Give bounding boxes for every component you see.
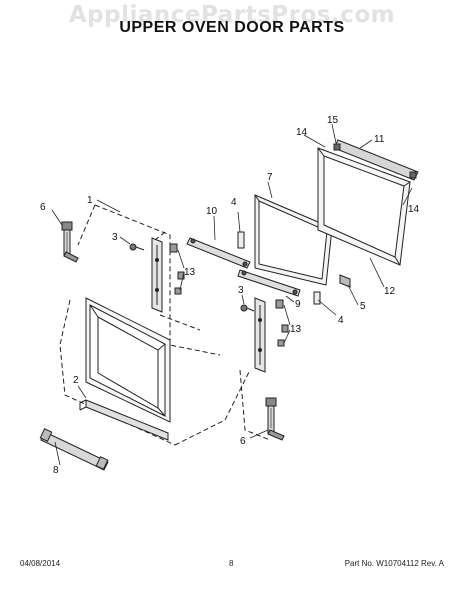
callout-9: 9 bbox=[295, 299, 301, 310]
screw-left bbox=[129, 243, 145, 251]
callout-10: 10 bbox=[206, 206, 218, 217]
side-channel-left bbox=[151, 237, 163, 313]
page-title: UPPER OVEN DOOR PARTS bbox=[119, 19, 345, 36]
callout-6-top: 6 bbox=[40, 202, 46, 213]
callout-13-right: 13 bbox=[290, 324, 302, 335]
outer-door-panel bbox=[85, 297, 171, 423]
callout-14-top: 14 bbox=[296, 127, 308, 138]
callout-1: 1 bbox=[87, 195, 93, 206]
inner-door-glass bbox=[254, 194, 333, 286]
callout-14-right: 14 bbox=[408, 204, 420, 215]
top-door-trim bbox=[333, 139, 419, 181]
callout-4-top: 4 bbox=[231, 197, 237, 208]
door-glass-frame bbox=[317, 147, 411, 266]
glass-clip bbox=[339, 274, 351, 288]
leader-lines bbox=[51, 123, 413, 466]
door-handle bbox=[39, 428, 109, 471]
callout-7: 7 bbox=[267, 172, 273, 183]
callout-labels: 1 2 3 3 4 4 5 6 6 7 8 9 10 11 12 13 13 1… bbox=[40, 115, 420, 476]
side-channel-right bbox=[254, 297, 266, 373]
callout-11: 11 bbox=[374, 134, 385, 145]
callout-13-left: 13 bbox=[184, 267, 196, 278]
footer-part-number: Part No. W10704112 Rev. A bbox=[344, 559, 444, 568]
spacer-top bbox=[237, 231, 245, 249]
callout-5: 5 bbox=[360, 301, 366, 312]
footer-page-number: 8 bbox=[229, 559, 234, 568]
clips-right bbox=[275, 299, 289, 347]
lower-bracket bbox=[237, 269, 301, 297]
callout-3-left: 3 bbox=[112, 232, 118, 243]
callout-12: 12 bbox=[384, 286, 396, 297]
bottom-door-trim bbox=[79, 399, 169, 441]
top-vent-bracket bbox=[186, 237, 251, 269]
clips-left bbox=[169, 243, 185, 295]
callout-4-bottom: 4 bbox=[338, 315, 344, 326]
hinge-right bbox=[265, 397, 285, 441]
callout-8: 8 bbox=[53, 465, 59, 476]
spacer-bottom bbox=[313, 291, 321, 305]
footer-date: 04/08/2014 bbox=[20, 559, 61, 568]
hinge-left bbox=[61, 221, 79, 263]
watermark: AppliancePartsPros.com bbox=[68, 2, 396, 28]
callout-6-bottom: 6 bbox=[240, 436, 246, 447]
callout-2: 2 bbox=[73, 375, 79, 386]
screw-right bbox=[240, 304, 255, 312]
callout-3-right: 3 bbox=[238, 285, 244, 296]
callout-15: 15 bbox=[327, 115, 339, 126]
